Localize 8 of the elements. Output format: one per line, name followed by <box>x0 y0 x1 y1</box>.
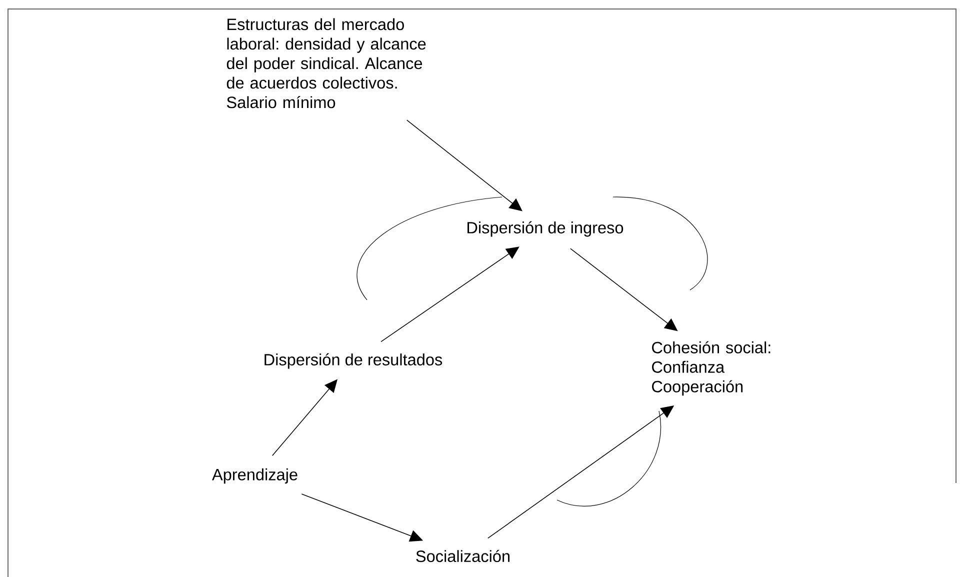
node-label: Cohesión social: Confianza Cooperación <box>652 341 770 396</box>
arrow <box>406 120 522 212</box>
node-label: Aprendizaje <box>212 468 298 484</box>
node-label: Socialización <box>416 550 510 562</box>
arrow <box>380 246 520 342</box>
node-label: Dispersión de resultados <box>264 353 442 369</box>
node-label: Estructuras del mercado laboral: densidad y alcance del poder sindical. Alcance de acuerdos colectivos. Salario mínimo <box>226 18 426 108</box>
node-label: Dispersión de ingreso <box>468 221 624 237</box>
